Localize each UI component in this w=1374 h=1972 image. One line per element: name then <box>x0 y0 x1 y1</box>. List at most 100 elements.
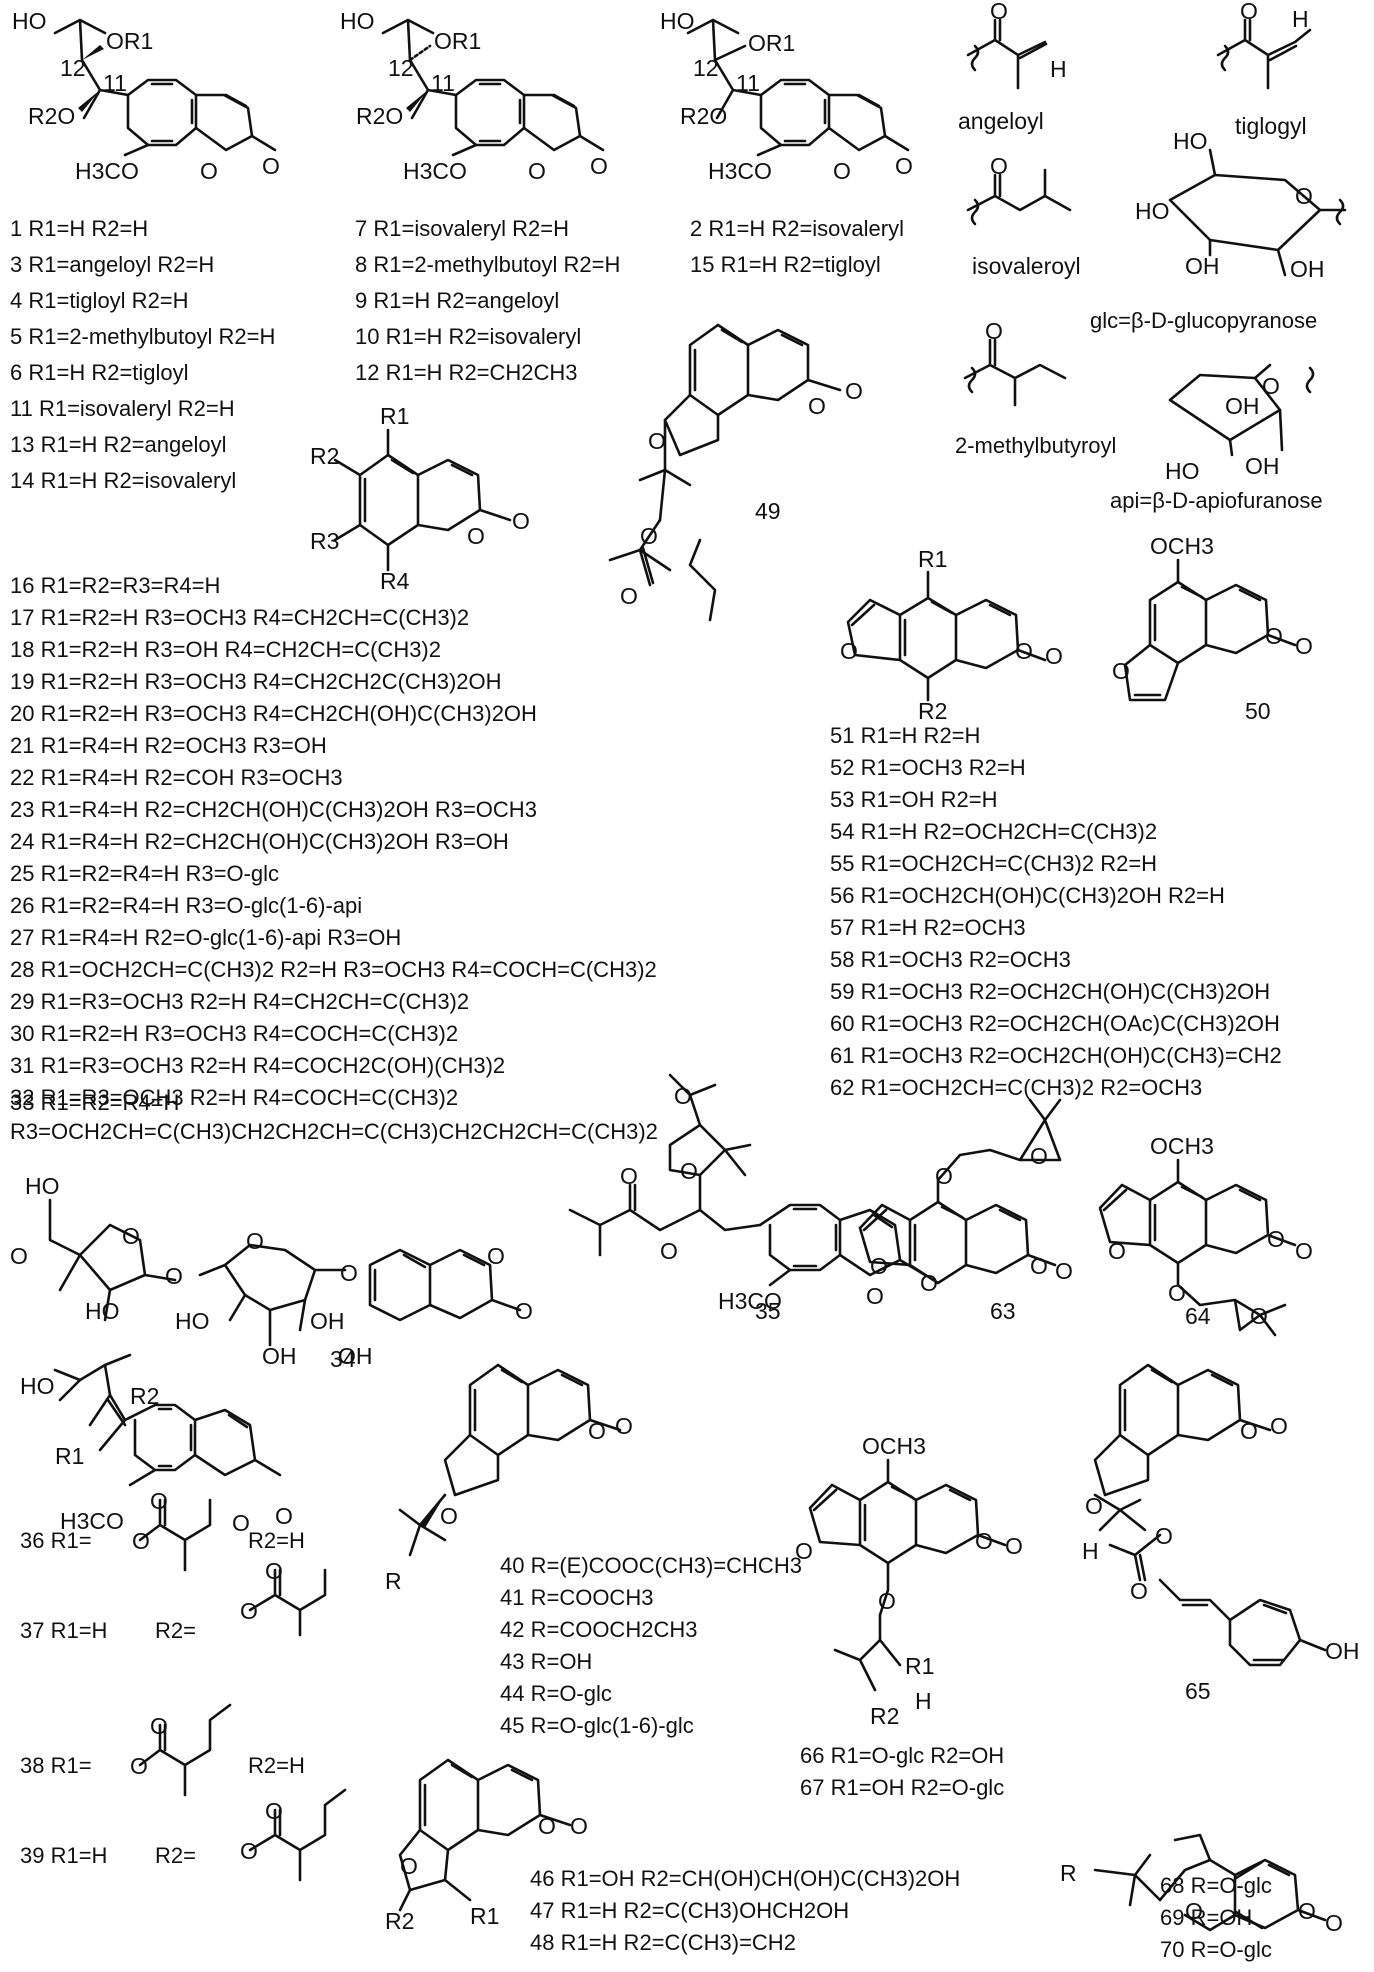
structure-68-70 <box>1093 1833 1327 1932</box>
atom-label: O <box>620 1163 638 1189</box>
atom-label: O <box>538 1813 556 1839</box>
compound-legend: 61 R1=OCH3 R2=OCH2CH(OH)C(CH3)=CH2 <box>830 1043 1282 1068</box>
atom-label: O <box>512 508 530 534</box>
structure-khellactone-c <box>686 18 910 157</box>
atom-label: H3CO <box>708 158 772 184</box>
atom-label: O <box>515 1298 533 1324</box>
atom-label: tiglogyl <box>1235 113 1307 139</box>
atom-label: R2 <box>918 698 948 724</box>
atom-label: O <box>262 153 280 179</box>
glucopyranose-ring <box>1168 148 1347 277</box>
compound-legend: 32 R1=R3=OCH3 R2=H R4=COCH=C(CH3)2 <box>10 1085 459 1110</box>
atom-label: OH <box>338 1343 373 1369</box>
compound-legend: 13 R1=H R2=angeloyl <box>10 432 227 457</box>
atom-label: R2 <box>130 1383 160 1409</box>
atom-label: O <box>1325 1910 1343 1936</box>
atom-label: R2O <box>680 103 728 129</box>
atom-label: O <box>1030 1143 1048 1169</box>
structure-khellactone-a <box>53 18 277 157</box>
atom-label: O <box>1085 1493 1103 1519</box>
atom-label: OCH3 <box>862 1433 926 1459</box>
atom-label: 12 <box>693 55 719 81</box>
atom-label: O <box>588 1418 606 1444</box>
atom-label: HO <box>175 1308 210 1334</box>
compound-legend: 24 R1=R4=H R2=CH2CH(OH)C(CH3)2OH R3=OH <box>10 829 509 854</box>
tiglogyl-fragment <box>1216 18 1312 90</box>
atom-label: O <box>920 1270 938 1296</box>
isovaleroyl-fragment <box>966 168 1072 226</box>
compound-legend: R2= <box>155 1843 196 1868</box>
atom-label: O <box>150 1488 168 1514</box>
atom-label: O <box>150 1713 168 1739</box>
compound-legend: 48 R1=H R2=C(CH3)=CH2 <box>530 1930 796 1955</box>
compound-number: 64 <box>1185 1303 1211 1329</box>
compound-legend: 55 R1=OCH2CH=C(CH3)2 R2=H <box>830 851 1158 876</box>
atom-label: O <box>1045 643 1063 669</box>
atom-label: O <box>866 1283 884 1309</box>
compound-legend: 66 R1=O-glc R2=OH <box>800 1743 1005 1768</box>
atom-label: O <box>528 158 546 184</box>
structure-46-48 <box>398 1758 572 1912</box>
atom-label: R2 <box>310 443 340 469</box>
compound-number: 49 <box>755 498 781 524</box>
atom-label: O <box>200 158 218 184</box>
atom-label: OCH3 <box>1150 1133 1214 1159</box>
structure-34 <box>48 1198 522 1347</box>
atom-label: O <box>840 638 858 664</box>
atom-label: HO <box>1165 458 1200 484</box>
atom-label: R2O <box>28 103 76 129</box>
atom-label: O <box>674 1083 692 1109</box>
atom-label: O <box>1267 1226 1285 1252</box>
structure-35 <box>568 1073 927 1287</box>
compound-legend: 27 R1=R4=H R2=O-glc(1-6)-api R3=OH <box>10 925 402 950</box>
compound-legend: R2=H <box>248 1528 305 1553</box>
atom-label: O <box>680 1158 698 1184</box>
structure-furocoumarin-51-62 <box>846 570 1047 702</box>
fragment-name: 2-methylbutyroyl <box>955 433 1117 458</box>
atom-label: R4 <box>380 568 410 594</box>
atom-label: O <box>990 0 1008 24</box>
atom-label: OH <box>310 1308 345 1334</box>
atom-label: O <box>487 1243 505 1269</box>
atom-label: O <box>1262 373 1280 399</box>
compound-legend: 25 R1=R2=R4=H R3=O-glc <box>10 861 280 886</box>
compound-legend: 56 R1=OCH2CH(OH)C(CH3)2OH R2=H <box>830 883 1225 908</box>
atom-label: R2O <box>356 103 404 129</box>
compound-legend: 29 R1=R3=OCH3 R2=H R4=CH2CH=C(CH3)2 <box>10 989 470 1014</box>
compound-legend: 17 R1=R2=H R3=OCH3 R4=CH2CH=C(CH3)2 <box>10 605 470 630</box>
compound-legend: 52 R1=OCH3 R2=H <box>830 755 1026 780</box>
atom-label: OH <box>1225 393 1260 419</box>
atom-label: 11 <box>736 70 760 96</box>
atom-label: O <box>975 1528 993 1554</box>
compound-legend: 5 R1=2-methylbutoyl R2=H <box>10 324 276 349</box>
structure-angular-furocoumarin-50 <box>1123 558 1297 702</box>
atom-label: O <box>400 1853 418 1879</box>
atom-label: O <box>1240 0 1258 24</box>
atom-label: O <box>1298 1898 1316 1924</box>
atom-label: O <box>240 1838 258 1864</box>
compound-legend: 59 R1=OCH3 R2=OCH2CH(OH)C(CH3)2OH <box>830 979 1271 1004</box>
atom-label: O <box>990 153 1008 179</box>
atom-label: 11 <box>103 70 127 96</box>
atom-label: HO <box>1135 198 1170 224</box>
compound-legend: 57 R1=H R2=OCH3 <box>830 915 1026 940</box>
compound-legend: 58 R1=OCH3 R2=OCH3 <box>830 947 1071 972</box>
structure-khellactone-b <box>381 18 605 157</box>
atom-label: O <box>440 1503 458 1529</box>
atom-label: O <box>1295 183 1313 209</box>
atom-label: H3CO <box>60 1508 124 1534</box>
compound-number: 35 <box>755 1298 781 1324</box>
atom-label: O <box>648 428 666 454</box>
atom-label: R1 <box>470 1903 500 1929</box>
atom-label: R1 <box>918 546 948 572</box>
atom-label: O <box>833 158 851 184</box>
compound-legend: 4 R1=tigloyl R2=H <box>10 288 189 313</box>
atom-label: O <box>1030 1253 1048 1279</box>
compound-legend: 44 R=O-glc <box>500 1681 612 1706</box>
atom-label: angeloyl <box>958 108 1044 134</box>
atom-label: O <box>275 1503 293 1529</box>
atom-label: O <box>808 393 826 419</box>
atom-label: O <box>467 523 485 549</box>
compound-legend: 70 R=O-glc <box>1160 1937 1272 1962</box>
